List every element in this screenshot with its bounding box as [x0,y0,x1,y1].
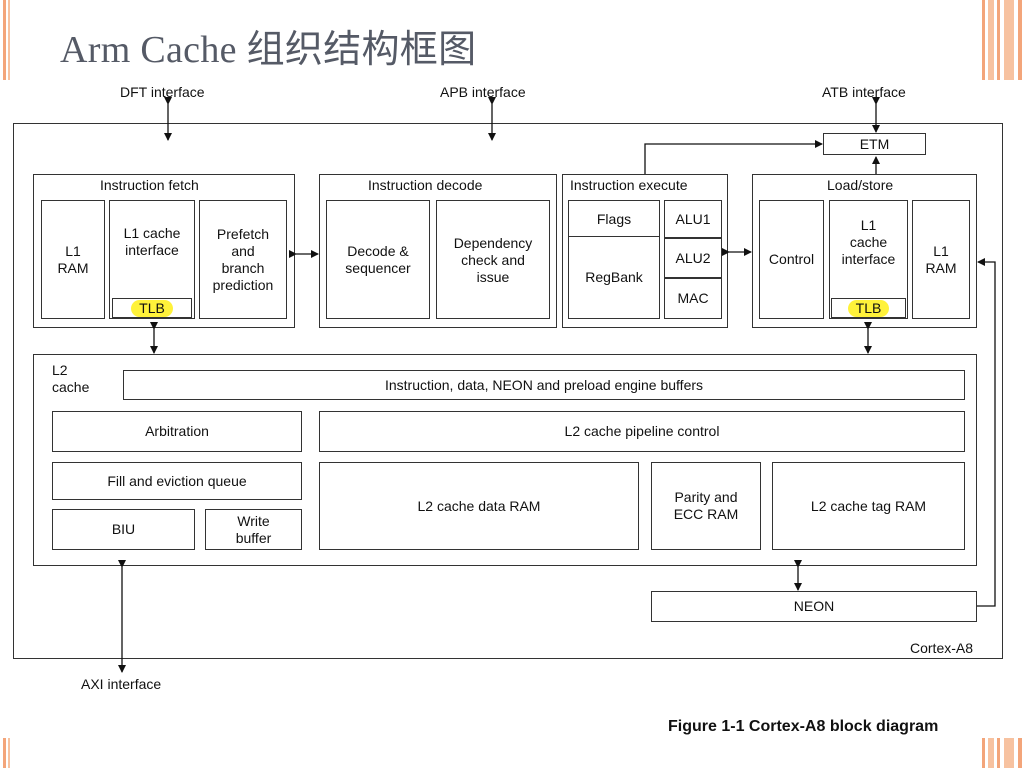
decode-sequencer: Decode & sequencer [326,200,430,319]
cortex-a8-label: Cortex-A8 [910,640,974,656]
ls-l1-cache-interface-label: L1 cache interface [841,217,896,267]
instruction-decode-title: Instruction decode [368,177,483,193]
fill-eviction-queue: Fill and eviction queue [52,462,302,500]
ls-l1-ram: L1 RAM [912,200,970,319]
atb-interface-label: ATB interface [822,84,906,100]
load-store-control: Control [759,200,824,319]
corner-stripes-top-right [982,0,1022,80]
ls-tlb-label: TLB [847,299,890,317]
dft-interface-label: DFT interface [120,84,205,100]
corner-stripes-bottom-left [3,738,10,768]
biu: BIU [52,509,195,550]
dependency-check-issue: Dependency check and issue [436,200,550,319]
fetch-tlb-label: TLB [131,299,173,317]
apb-interface-label: APB interface [440,84,526,100]
alu2: ALU2 [664,238,722,278]
instruction-fetch-title: Instruction fetch [100,177,199,193]
regbank: RegBank [568,236,660,319]
parity-ecc-ram: Parity and ECC RAM [651,462,761,550]
l2-data-ram: L2 cache data RAM [319,462,639,550]
fetch-l1-ram: L1 RAM [41,200,105,319]
slide-title: Arm Cache 组织结构框图 [60,29,477,71]
fetch-l1-cache-interface-label: L1 cache interface [123,225,181,258]
write-buffer: Write buffer [205,509,302,550]
prefetch-branch-prediction: Prefetch and branch prediction [199,200,287,319]
corner-stripes-top-left [3,0,10,80]
mac-unit: MAC [664,278,722,319]
arbitration: Arbitration [52,411,302,452]
etm-block: ETM [823,133,926,155]
flags-register: Flags [568,200,660,237]
l2-buffers: Instruction, data, NEON and preload engi… [123,370,965,400]
ls-tlb-box: TLB [831,298,906,318]
neon-unit: NEON [651,591,977,622]
load-store-title: Load/store [827,177,894,193]
instruction-execute-title: Instruction execute [570,177,688,193]
l2-cache-label: L2 cache [52,362,90,395]
corner-stripes-bottom-right [982,738,1022,768]
alu1: ALU1 [664,200,722,238]
fetch-tlb-box: TLB [112,298,192,318]
l2-tag-ram: L2 cache tag RAM [772,462,965,550]
figure-caption: Figure 1-1 Cortex-A8 block diagram [668,718,939,735]
l2-pipeline-control: L2 cache pipeline control [319,411,965,452]
axi-interface-label: AXI interface [81,676,162,692]
